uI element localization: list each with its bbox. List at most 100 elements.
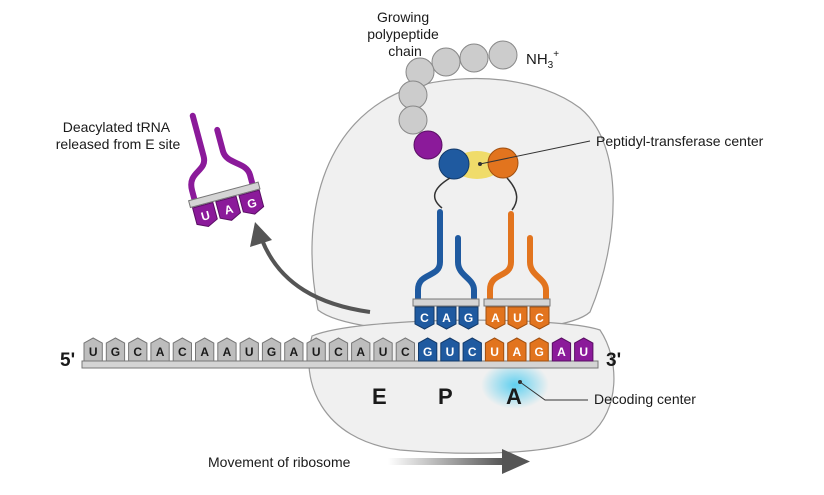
amino-acid-bead [398, 80, 428, 110]
mrna-nucleotide [239, 337, 259, 362]
mrna-nucleotide-label: C [133, 345, 142, 359]
a-site-trna [487, 211, 549, 301]
mrna-nucleotide [484, 337, 505, 362]
a_site-nucleotide-label: U [513, 311, 522, 325]
p_site-anticodon-base [414, 306, 435, 330]
p_site-nucleotide-label: A [442, 311, 451, 325]
amino-acid-bead-blue [438, 148, 470, 180]
mrna-nucleotide [418, 337, 438, 362]
p-site-linker [434, 177, 451, 209]
mrna-nucleotide-label: C [468, 345, 477, 359]
mrna-nucleotide [529, 337, 549, 362]
mrna-nucleotide [574, 337, 594, 362]
mrna-nucleotide-label: G [111, 345, 120, 359]
movement-arrowhead [502, 449, 530, 474]
movement-arrow-shaft [388, 458, 504, 465]
mrna-nucleotide [284, 337, 304, 362]
mrna-nucleotide-label: C [334, 345, 343, 359]
a-site-anticodon-bar [483, 298, 551, 307]
large-subunit [311, 77, 614, 334]
release-arrowhead [250, 222, 272, 247]
p_site-nucleotide-label: G [464, 311, 473, 325]
mrna-backbone [81, 360, 599, 369]
released-nucleotide-label: U [200, 208, 212, 224]
mrna-nucleotide-label: U [245, 345, 254, 359]
mrna-nucleotide-label: A [156, 345, 165, 359]
released-anticodon-base [238, 189, 265, 215]
mrna-nucleotide [507, 337, 527, 362]
released-nucleotide-label: G [246, 195, 259, 211]
released-anticodon-base [191, 201, 218, 228]
mrna-nucleotide [83, 337, 103, 362]
a_site-anticodon-base [529, 306, 550, 330]
mrna-nucleotide [306, 337, 326, 362]
a_site-anticodon-base [507, 306, 528, 330]
mrna-nucleotide-label: U [490, 345, 499, 359]
released-nucleotide-label: A [223, 202, 235, 218]
decoding-center-label: Decoding center [594, 391, 696, 407]
polypeptide-chain [398, 40, 519, 180]
p-site-trna [415, 209, 477, 301]
mrna-nucleotide-label: U [89, 345, 98, 359]
p-site-anticodon-bar [412, 298, 480, 307]
movement-label: Movement of ribosome [208, 454, 351, 470]
mrna-nucleotide [328, 337, 349, 362]
mrna-nucleotide-label: A [290, 345, 299, 359]
p_site-nucleotide-label: C [420, 311, 429, 325]
site-label-a: A [506, 384, 522, 409]
small-subunit [308, 319, 615, 454]
mrna-nucleotide-label: U [579, 345, 588, 359]
mrna-nucleotide [195, 337, 215, 362]
mrna-nucleotide [395, 337, 415, 362]
p_site-anticodon-base [458, 306, 479, 330]
nh3-label: NH3+ [526, 49, 559, 71]
mrna-nucleotide-label: A [356, 345, 365, 359]
mrna-nucleotide [440, 337, 460, 362]
growing-chain-label: Growing polypeptide chain [367, 9, 443, 59]
mrna-nucleotide-label: G [534, 345, 543, 359]
site-label-e: E [372, 384, 387, 409]
amino-acid-bead-purple [413, 130, 443, 160]
released-anticodon-base [215, 195, 242, 221]
mrna-nucleotide [351, 337, 371, 362]
mrna-nucleotide [373, 337, 393, 362]
mrna-nucleotide [462, 337, 482, 362]
a-site-linker [506, 177, 518, 211]
a_site-nucleotide-label: A [491, 311, 500, 325]
five-prime-label: 5' [60, 350, 75, 371]
amino-acid-bead [431, 47, 461, 77]
p_site-anticodon-base [436, 306, 457, 330]
mrna-nucleotide-label: C [401, 345, 410, 359]
amino-acid-bead [398, 105, 428, 135]
amino-acid-bead-orange [487, 147, 519, 179]
mrna-nucleotide [217, 337, 237, 362]
mrna-nucleotide [150, 337, 170, 362]
mrna-nucleotide-label: A [200, 345, 209, 359]
mrna-nucleotide-label: U [446, 345, 455, 359]
site-label-p: P [438, 384, 453, 409]
mrna-nucleotide-label: A [513, 345, 522, 359]
deacylated-label: Deacylated tRNA released from E site [56, 119, 181, 152]
amino-acid-bead [488, 40, 518, 70]
mrna-nucleotide-label: A [557, 345, 566, 359]
mrna-nucleotide [551, 337, 572, 362]
mrna-nucleotide-label: C [178, 345, 187, 359]
decoding-center-glow [481, 361, 549, 409]
release-arrow [260, 239, 371, 314]
decoding-leader-dot [518, 380, 522, 384]
peptidyl-transferase-label: Peptidyl-transferase center [596, 133, 764, 149]
a_site-anticodon-base [485, 306, 506, 330]
mrna-nucleotide [128, 337, 148, 362]
mrna-nucleotide-label: A [223, 345, 232, 359]
mrna-nucleotide-label: G [423, 345, 432, 359]
mrna-nucleotide-label: U [379, 345, 388, 359]
mrna-nucleotide [105, 337, 126, 362]
peptidyl-leader-line [479, 140, 591, 165]
mrna-nucleotide [261, 337, 282, 362]
